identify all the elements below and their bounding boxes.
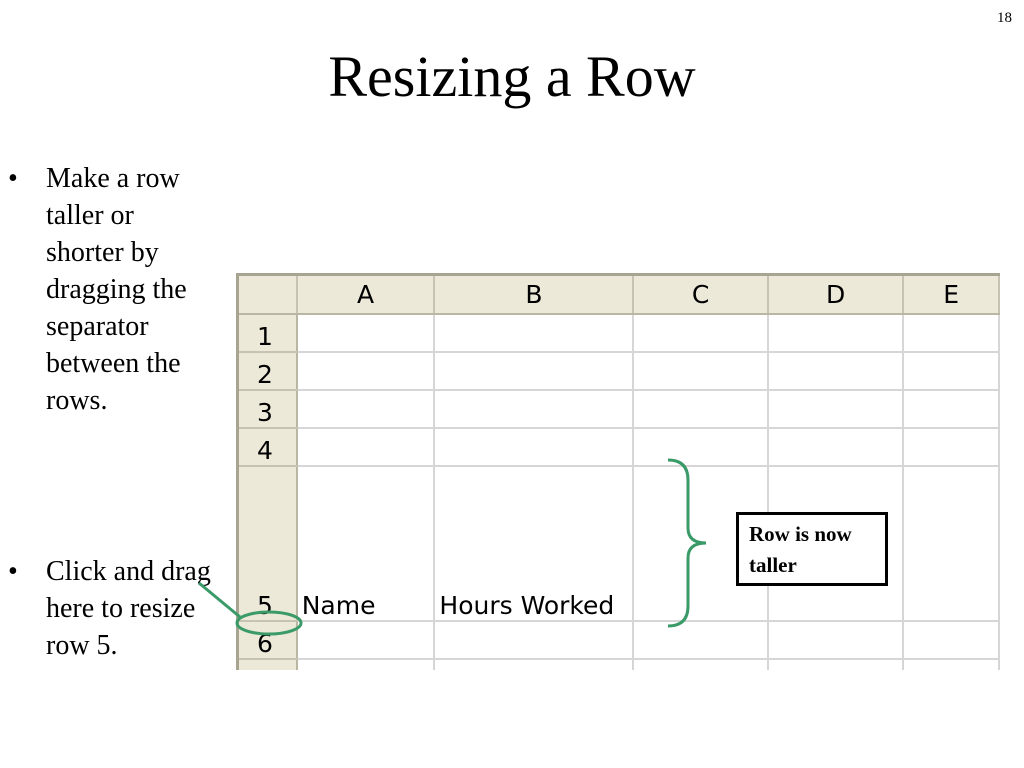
cell-a2[interactable] bbox=[296, 352, 436, 391]
row-header-1[interactable]: 1 bbox=[239, 314, 298, 353]
drag-handle-highlight-ellipse bbox=[235, 610, 303, 636]
cell-c6[interactable] bbox=[633, 621, 769, 660]
cell-c7[interactable] bbox=[633, 659, 769, 670]
column-header-b[interactable]: B bbox=[434, 276, 635, 315]
cell-b4[interactable] bbox=[434, 428, 635, 467]
cell-a7[interactable] bbox=[296, 659, 436, 670]
row-header-3[interactable]: 3 bbox=[239, 390, 298, 429]
cell-a6[interactable] bbox=[296, 621, 436, 660]
callout-box: Row is now taller bbox=[736, 512, 888, 586]
table-row: 1 bbox=[239, 314, 1000, 353]
bullet-item: • Click and drag here to resize row 5. bbox=[8, 553, 218, 664]
cell-a5[interactable]: Name bbox=[296, 466, 436, 622]
cell-b1[interactable] bbox=[434, 314, 635, 353]
cell-e2[interactable] bbox=[903, 352, 1000, 391]
page-number: 18 bbox=[997, 10, 1012, 26]
cell-d2[interactable] bbox=[767, 352, 905, 391]
select-all-corner[interactable] bbox=[239, 276, 298, 315]
cell-d1[interactable] bbox=[767, 314, 905, 353]
cell-d3[interactable] bbox=[767, 390, 905, 429]
cell-a4[interactable] bbox=[296, 428, 436, 467]
cell-c2[interactable] bbox=[633, 352, 769, 391]
bullet-item: • Make a row taller or shorter by draggi… bbox=[8, 160, 218, 419]
table-row: 6 bbox=[239, 621, 1000, 660]
cell-e3[interactable] bbox=[903, 390, 1000, 429]
cell-b7[interactable] bbox=[434, 659, 635, 670]
cell-e4[interactable] bbox=[903, 428, 1000, 467]
bullet-marker: • bbox=[8, 556, 18, 587]
curly-brace-icon bbox=[667, 458, 707, 628]
table-row: 2 bbox=[239, 352, 1000, 391]
column-header-a[interactable]: A bbox=[296, 276, 436, 315]
column-header-c[interactable]: C bbox=[633, 276, 769, 315]
cell-b6[interactable] bbox=[434, 621, 635, 660]
column-header-row: A B C D E bbox=[239, 276, 1000, 315]
column-header-e[interactable]: E bbox=[903, 276, 1000, 315]
cell-d6[interactable] bbox=[767, 621, 905, 660]
pointer-line bbox=[198, 581, 241, 619]
table-row: 7 bbox=[239, 659, 1000, 670]
bullet-text: Make a row taller or shorter by dragging… bbox=[46, 163, 187, 416]
cell-e5[interactable] bbox=[903, 466, 1000, 622]
column-header-d[interactable]: D bbox=[767, 276, 905, 315]
row-header-4[interactable]: 4 bbox=[239, 428, 298, 467]
bullet-marker: • bbox=[8, 163, 18, 194]
slide-title: Resizing a Row bbox=[328, 44, 696, 109]
cell-e7[interactable] bbox=[903, 659, 1000, 670]
cell-d7[interactable] bbox=[767, 659, 905, 670]
table-row: 3 bbox=[239, 390, 1000, 429]
cell-d4[interactable] bbox=[767, 428, 905, 467]
row-header-5[interactable]: 5 bbox=[239, 466, 298, 622]
cell-b3[interactable] bbox=[434, 390, 635, 429]
bullet-text: Click and drag here to resize row 5. bbox=[46, 556, 211, 661]
row-header-6[interactable]: 6 bbox=[239, 621, 298, 660]
cell-c1[interactable] bbox=[633, 314, 769, 353]
cell-c3[interactable] bbox=[633, 390, 769, 429]
cell-b5[interactable]: Hours Worked bbox=[434, 466, 635, 622]
cell-a3[interactable] bbox=[296, 390, 436, 429]
cell-c4[interactable] bbox=[633, 428, 769, 467]
row-header-7[interactable]: 7 bbox=[239, 659, 298, 670]
table-row: 4 bbox=[239, 428, 1000, 467]
cell-b2[interactable] bbox=[434, 352, 635, 391]
cell-e6[interactable] bbox=[903, 621, 1000, 660]
cell-e1[interactable] bbox=[903, 314, 1000, 353]
row-header-2[interactable]: 2 bbox=[239, 352, 298, 391]
cell-a1[interactable] bbox=[296, 314, 436, 353]
